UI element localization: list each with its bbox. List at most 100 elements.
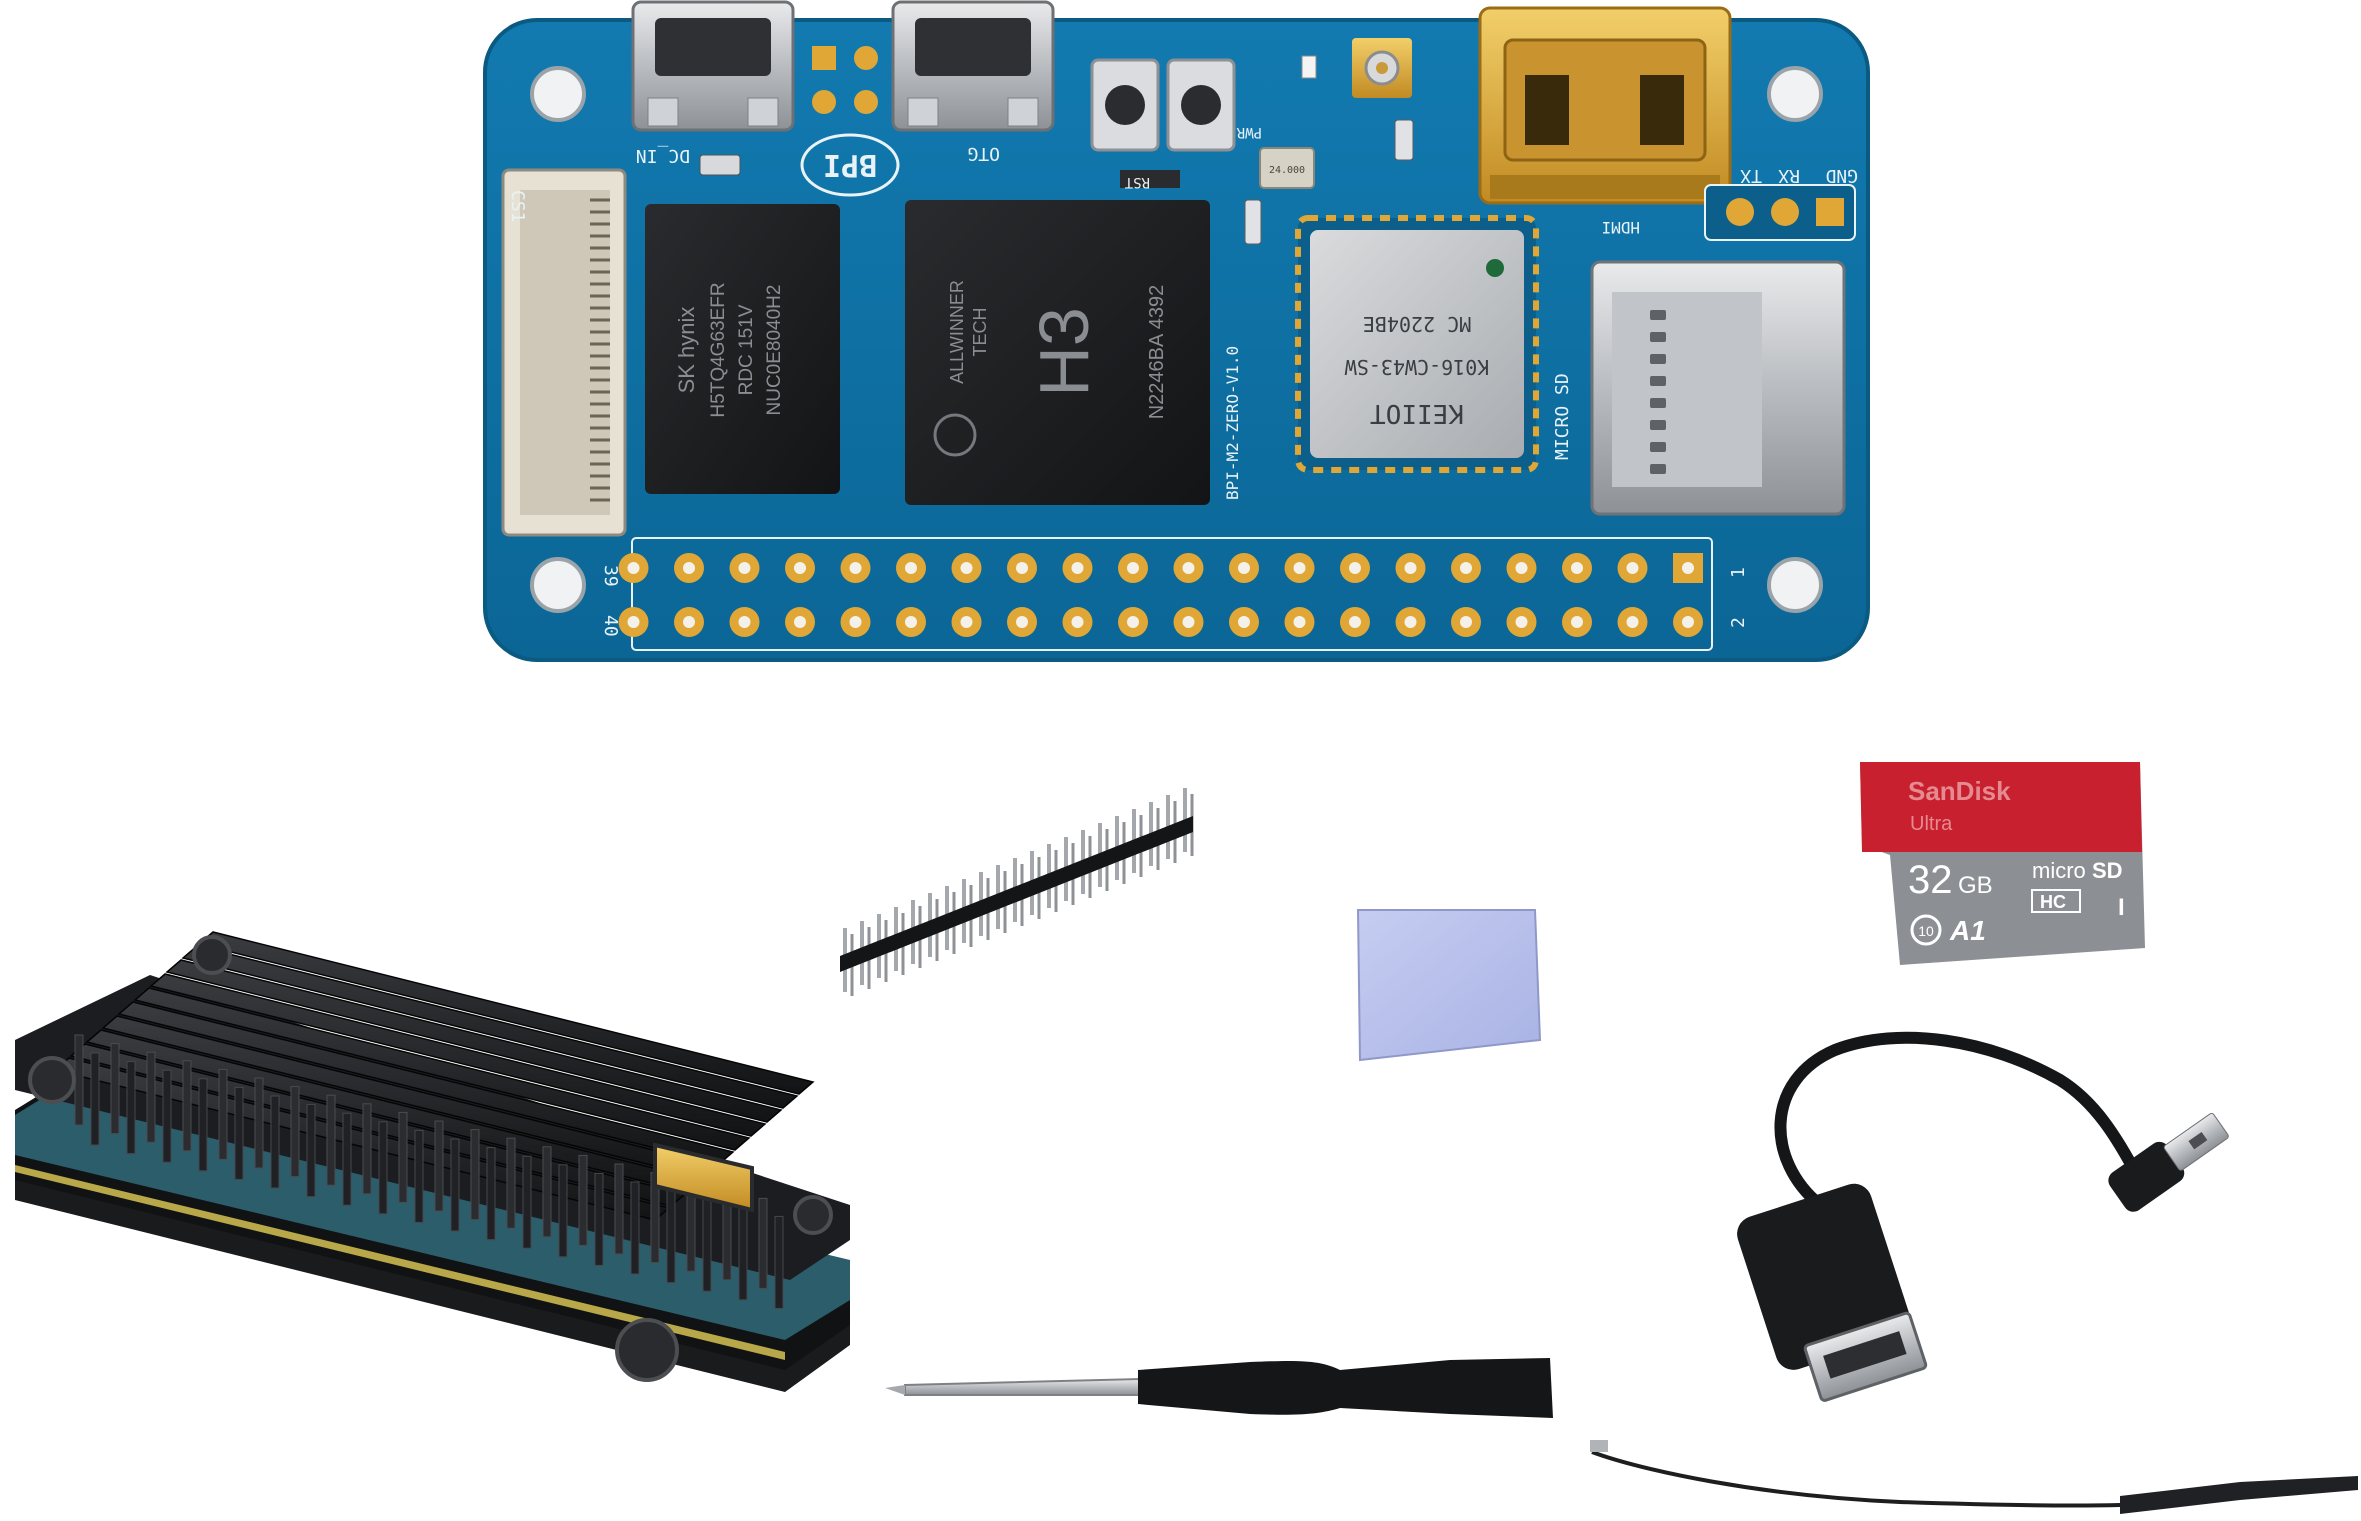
gpio-pad-hole: [1626, 616, 1639, 628]
gpio-pad-hole: [794, 616, 806, 628]
soc-chip: ALLWINNER TECH H3 N2246BA 4392: [905, 200, 1210, 505]
sd-app-class: A1: [1949, 915, 1986, 946]
label-otg: OTG: [967, 143, 1000, 164]
gpio-pin: [666, 1190, 676, 1284]
gpio-pad-hole: [849, 616, 862, 628]
thermal-pad: [1356, 909, 1542, 1062]
case-screws: [28, 935, 833, 1382]
gpio-pin: [198, 1078, 208, 1172]
gpio-pin: [702, 1198, 712, 1292]
crystal-label: 24.000: [1269, 165, 1305, 176]
sd-slot-contact: [1650, 332, 1666, 342]
sd-micro: micro: [2032, 858, 2086, 883]
screwdriver-shaft: [904, 1377, 1141, 1396]
camera-csi-connector: [501, 168, 627, 537]
gpio-pin: [774, 1215, 784, 1309]
bpi-logo-text: BPI: [823, 147, 877, 182]
label-rst: RST: [1124, 174, 1150, 190]
gpio-pins: [74, 1034, 784, 1309]
gpio-pin: [270, 1095, 280, 1189]
sd-card-label-red: [1860, 762, 2142, 852]
micro-usb-plug: [2108, 1112, 2229, 1212]
label-hdmi: HDMI: [1601, 218, 1640, 237]
gpio-pad-hole: [1238, 562, 1250, 574]
sd-logo: SD: [2092, 858, 2123, 883]
gpio-pad-hole: [627, 562, 640, 574]
label-pin-1: 1: [1728, 567, 1749, 578]
gpio-pad-hole: [627, 616, 640, 628]
sd-slot-contact: [1650, 376, 1666, 386]
gpio-pad-hole: [794, 562, 806, 574]
label-pin-2: 2: [1728, 617, 1749, 628]
gpio-pin: [414, 1129, 424, 1223]
gpio-pin: [542, 1146, 552, 1238]
sd-brand: SanDisk: [1908, 776, 2011, 806]
uart-header: [1704, 184, 1856, 241]
bpi-logo: BPI: [800, 133, 900, 197]
sd-slot-contact: [1650, 354, 1666, 364]
gpio-pad-hole: [738, 616, 751, 628]
sd-slot-contact: [1650, 464, 1666, 474]
heatsink-fin: [181, 945, 799, 1109]
label-board-id: BPI-M2-ZERO-V1.0: [1223, 346, 1242, 500]
heatsink-fin: [149, 973, 767, 1137]
gpio-pad-hole: [1016, 616, 1028, 628]
label-rx: RX: [1778, 165, 1800, 186]
screwdriver: [885, 1358, 1553, 1418]
gpio-pin: [218, 1068, 228, 1160]
gpio-header-pads: [618, 537, 1713, 651]
case-hdmi-opening: [653, 1142, 754, 1213]
screwdriver-handle: [1138, 1358, 1553, 1418]
soc-code: N2246BA 4392: [1146, 285, 1168, 420]
ufl-antenna-connector: [1352, 38, 1412, 98]
gpio-pad-hole: [1460, 562, 1472, 574]
mini-hdmi-port: [1478, 6, 1732, 205]
heatsink-fin: [117, 1001, 735, 1165]
sd-slot-contact: [1650, 310, 1666, 320]
gpio-pad-hole: [683, 562, 695, 574]
gpio-pin: [594, 1172, 604, 1266]
gpio-pad-hole: [1182, 562, 1195, 574]
gpio-pin: [378, 1121, 388, 1215]
gpio-pin: [614, 1163, 624, 1255]
micro-usb-otg-port: [891, 0, 1055, 132]
label-tx: TX: [1740, 165, 1762, 186]
gpio-pad-hole: [1127, 616, 1139, 628]
gpio-pad-hole: [1349, 562, 1361, 574]
sd-slot-contact: [1650, 398, 1666, 408]
wifi-line1: K016-CW43-SW: [1344, 355, 1489, 379]
reset-button: [1090, 58, 1160, 152]
usb-otg-cable: [1737, 1031, 2229, 1402]
gpio-pin: [342, 1112, 352, 1206]
gpio-pad-hole: [960, 562, 973, 574]
gpio-pad-hole: [960, 616, 973, 628]
smd-capacitor: [699, 154, 741, 176]
gpio-pad-hole: [905, 562, 917, 574]
gpio-pin: [182, 1060, 192, 1152]
soc-brand-line1: ALLWINNER: [947, 280, 967, 384]
gpio-pad-hole: [849, 562, 862, 574]
gpio-pad-hole: [1515, 616, 1528, 628]
gpio-pad-hole: [1682, 562, 1694, 574]
smd-component: [1394, 119, 1414, 161]
40-pin-male-header: [840, 788, 1194, 996]
sd-hc: HC: [2040, 892, 2066, 912]
gpio-pad-hole: [1626, 562, 1639, 574]
gpio-pin: [74, 1034, 84, 1126]
status-led: [1301, 55, 1317, 79]
gpio-pin: [398, 1111, 408, 1203]
sd-class-mark: I: [2118, 894, 2125, 921]
label-pin-40: 40: [600, 615, 621, 637]
sd-line: Ultra: [1910, 813, 1953, 835]
gpio-pad-hole: [1460, 616, 1472, 628]
gpio-pad-hole: [738, 562, 751, 574]
label-gnd: GND: [1825, 165, 1858, 186]
header-plastic: [840, 816, 1193, 972]
label-dc-in: DC_IN: [636, 145, 690, 166]
gpio-pin: [90, 1052, 100, 1146]
ram-chip: SK hynix H5TQ4G63EFR RDC 151V NUC0E8040H…: [645, 204, 840, 494]
gpio-pin: [126, 1061, 136, 1155]
smd-component: [1244, 199, 1262, 245]
gpio-pad-hole: [1071, 562, 1084, 574]
